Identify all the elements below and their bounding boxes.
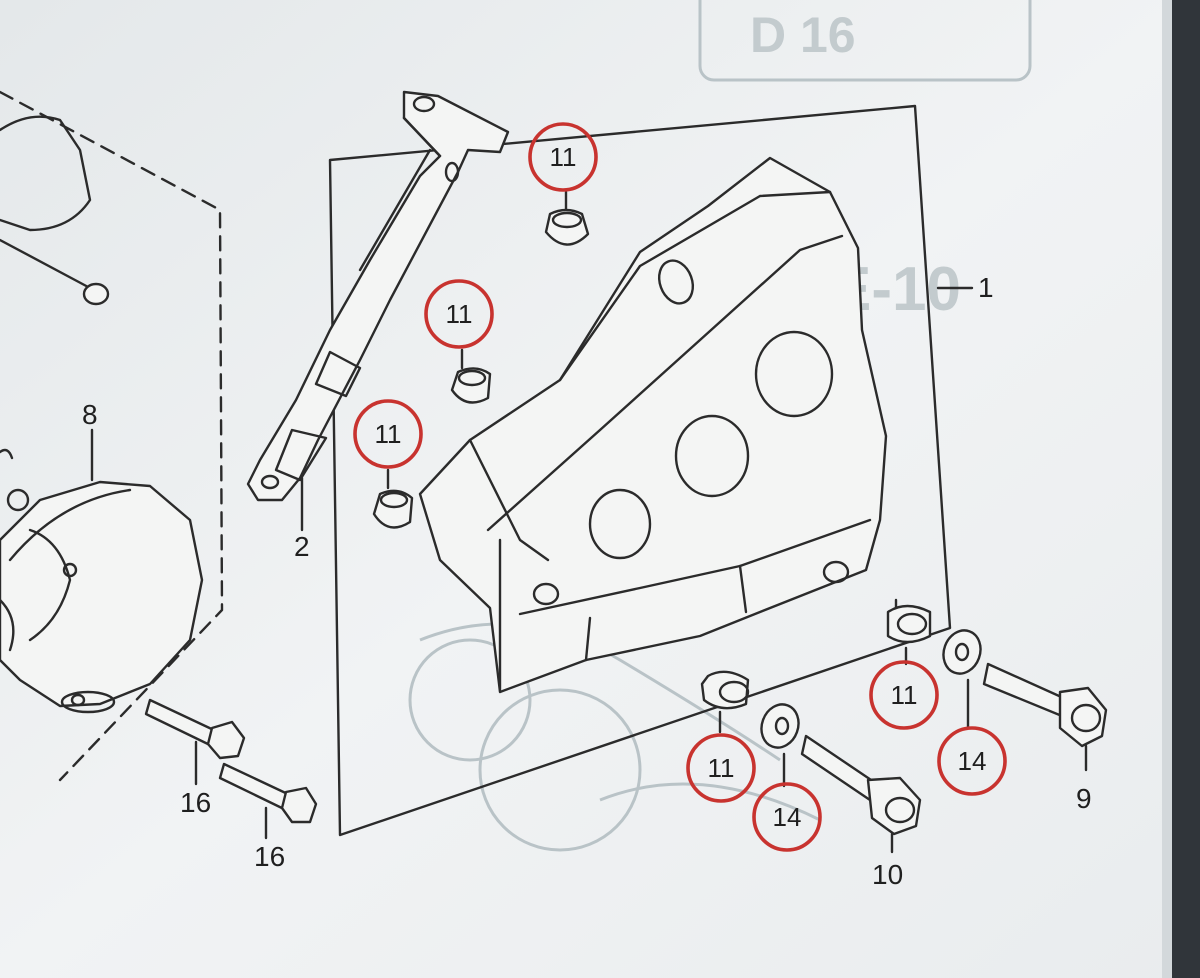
left-engine-outline xyxy=(0,115,92,232)
callout-label: 11 xyxy=(891,680,918,710)
bolt-part-16-a xyxy=(144,698,246,786)
collar-11-b xyxy=(450,348,492,404)
part-label-16-b: 16 xyxy=(254,841,285,872)
callout-11-c: 11 xyxy=(353,399,423,469)
cover-part-8 xyxy=(0,448,204,714)
cover-part-1 xyxy=(418,156,888,694)
part-label-9: 9 xyxy=(1076,783,1092,814)
collar-11-c xyxy=(372,468,414,529)
callout-14-a: 14 xyxy=(752,782,822,852)
washer-14-a xyxy=(760,703,800,788)
screw-upper-left xyxy=(0,238,110,306)
washer-14-b xyxy=(942,629,982,730)
callout-label: 14 xyxy=(958,746,987,776)
callout-label: 11 xyxy=(446,299,473,329)
callout-14-b: 14 xyxy=(937,726,1007,796)
callout-11-a: 11 xyxy=(528,122,598,192)
part-label-2: 2 xyxy=(294,531,310,562)
callout-label: 11 xyxy=(550,142,577,172)
bleed-through-page-ref-top: D 16 xyxy=(750,7,856,63)
callout-11-d: 11 xyxy=(686,733,756,803)
callout-label: 11 xyxy=(708,753,735,783)
callout-11-e: 11 xyxy=(869,660,939,730)
bolt-part-16-b xyxy=(218,762,318,840)
part-label-16-a: 16 xyxy=(180,787,211,818)
collar-11-a xyxy=(544,190,590,246)
dashed-boundary xyxy=(0,90,224,782)
bolt-part-10 xyxy=(800,734,922,854)
collar-11-e xyxy=(886,598,932,666)
highlight-callouts: 11 11 11 11 11 14 14 xyxy=(353,122,1007,852)
part-label-8: 8 xyxy=(82,399,98,430)
bleed-through-print: D 16 E-10 xyxy=(408,0,1032,852)
callout-label: 11 xyxy=(375,419,402,449)
part-frame-outline xyxy=(328,104,952,837)
bracket-part-2 xyxy=(246,90,510,502)
collar-11-d xyxy=(700,670,750,734)
callout-11-b: 11 xyxy=(424,279,494,349)
right-page-edge xyxy=(1172,0,1200,978)
callout-label: 14 xyxy=(773,802,802,832)
bolt-part-9 xyxy=(982,662,1108,772)
part-number-labels: 1 2 8 9 10 16 16 xyxy=(82,272,1092,890)
part-label-10: 10 xyxy=(872,859,903,890)
part-label-1: 1 xyxy=(978,272,994,303)
